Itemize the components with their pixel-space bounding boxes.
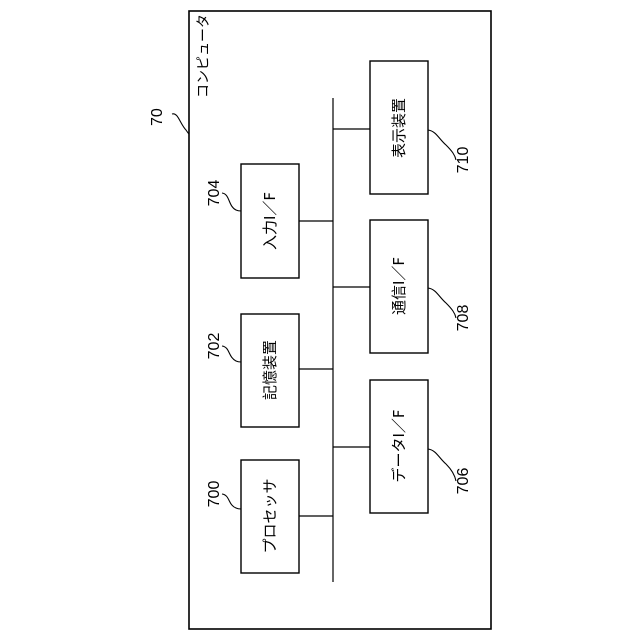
processor-label: プロセッサ bbox=[261, 478, 279, 553]
display-ref-number: 710 bbox=[455, 147, 472, 174]
data-if-label: データI／F bbox=[390, 409, 408, 482]
data-if-ref-number: 706 bbox=[455, 468, 472, 495]
computer-title: コンピュータ bbox=[196, 14, 212, 98]
processor-ref-number: 700 bbox=[206, 481, 223, 508]
input-if-label: 入力I／F bbox=[261, 192, 279, 250]
display-label: 表示装置 bbox=[390, 98, 408, 158]
computer-frame bbox=[189, 11, 491, 629]
computer-ref-number: 70 bbox=[149, 108, 166, 126]
storage-label: 記憶装置 bbox=[261, 340, 279, 400]
comm-if-label: 通信I／F bbox=[390, 257, 408, 315]
storage-ref-number: 702 bbox=[206, 333, 223, 360]
comm-if-ref-number: 708 bbox=[455, 305, 472, 332]
computer-ref-leader bbox=[172, 114, 189, 134]
input-if-ref-number: 704 bbox=[206, 180, 223, 207]
